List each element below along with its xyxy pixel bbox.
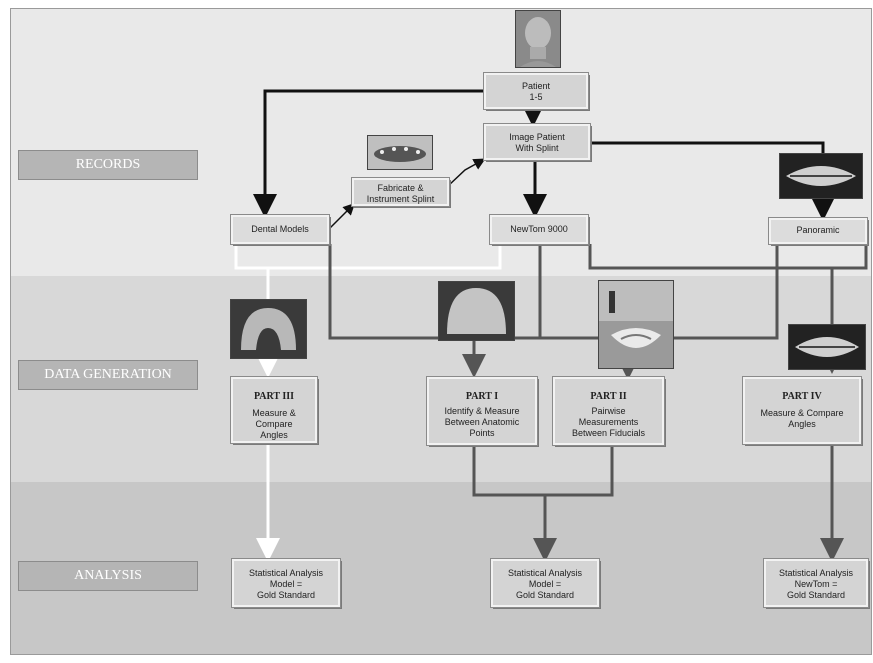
node-image-patient: Image Patient With Splint: [483, 123, 591, 161]
node-part3: PART III Measure & Compare Angles: [230, 376, 318, 444]
part1-line-3: Points: [469, 428, 495, 438]
splint-photo-icon: [367, 135, 433, 170]
edge-white-loop: [234, 244, 502, 270]
fabricate-line-1: Fabricate &: [377, 183, 424, 193]
part1-line-1: Identify & Measure: [444, 406, 520, 416]
node-stat-model: Statistical Analysis Model = Gold Standa…: [231, 558, 341, 608]
node-part1: PART I Identify & Measure Between Anatom…: [426, 376, 538, 446]
stage-records: RECORDS: [18, 150, 198, 180]
part3-line-2: Angles: [260, 430, 288, 440]
patient-line-1: Patient: [521, 81, 551, 91]
stat-mid-line-2: Model =: [528, 579, 562, 589]
panoramic-xray-mid-icon: [788, 324, 866, 370]
patient-line-2: 1-5: [529, 92, 543, 102]
edge-fabricate-image: [447, 158, 486, 187]
edge-panoramic-bus: [672, 244, 779, 340]
stat-mid-line-1: Statistical Analysis: [507, 568, 583, 578]
part3-line-1: Measure & Compare: [252, 408, 296, 429]
head-icon: [515, 10, 561, 68]
node-part2: PART II Pairwise Measurements Between Fi…: [552, 376, 665, 446]
node-part4: PART IV Measure & Compare Angles: [742, 376, 862, 445]
dental-cast-left-icon: [230, 299, 307, 359]
panoramic-xray-icon: [786, 166, 856, 186]
stat-newtom-line-3: Gold Standard: [786, 590, 846, 600]
edge-dental-fabricate: [329, 202, 356, 229]
node-patient: Patient 1-5: [483, 72, 589, 110]
patient-head-icon: [520, 17, 556, 67]
panoramic-xray-top-icon: [779, 153, 863, 199]
stat-model-line-1: Statistical Analysis: [248, 568, 324, 578]
image-patient-line-2: With Splint: [515, 143, 559, 153]
part4-title: PART IV: [782, 391, 822, 402]
node-stat-mid: Statistical Analysis Model = Gold Standa…: [490, 558, 600, 608]
stat-model-line-2: Model =: [269, 579, 303, 589]
part3-title: PART III: [253, 391, 295, 402]
stat-mid-line-3: Gold Standard: [515, 590, 575, 600]
part2-line-3: Between Fiducials: [571, 428, 646, 438]
dental-cast-photo-icon: [241, 308, 296, 350]
diagram-frame: [10, 8, 872, 655]
node-dental-models: Dental Models: [230, 214, 330, 245]
edge-part1-merge: [472, 444, 614, 497]
edge-patient-dental: [253, 89, 486, 218]
part4-line-2: Angles: [788, 419, 816, 429]
stage-analysis: ANALYSIS: [18, 561, 198, 591]
part4-line-1: Measure & Compare: [760, 408, 844, 418]
part2-line-2: Measurements: [578, 417, 639, 427]
splint-shape: [374, 146, 426, 162]
fabricate-line-2: Instrument Splint: [366, 194, 435, 204]
node-newtom: NewTom 9000: [489, 214, 589, 245]
node-panoramic: Panoramic: [768, 217, 868, 245]
stage-data-generation: DATA GENERATION: [18, 360, 198, 390]
fiducial-splint-shape: [599, 281, 673, 348]
image-patient-line-1: Image Patient: [509, 132, 565, 142]
dental-cast-photo-icon: [447, 288, 506, 334]
part2-line-1: Pairwise: [591, 406, 626, 416]
edge-newtom-panoramic: [588, 244, 868, 270]
part1-line-2: Between Anatomic: [444, 417, 520, 427]
stat-newtom-line-1: Statistical Analysis: [778, 568, 854, 578]
stat-newtom-line-2: NewTom =: [794, 579, 838, 589]
part2-title: PART II: [590, 391, 627, 402]
node-fabricate-splint: Fabricate & Instrument Splint: [351, 177, 450, 207]
dental-cast-mid-icon: [438, 281, 515, 341]
panoramic-xray-icon: [795, 337, 859, 357]
stat-model-line-3: Gold Standard: [256, 590, 316, 600]
node-stat-newtom: Statistical Analysis NewTom = Gold Stand…: [763, 558, 869, 608]
part1-title: PART I: [465, 391, 499, 402]
fiducial-splint-photo-icon: [598, 280, 674, 369]
